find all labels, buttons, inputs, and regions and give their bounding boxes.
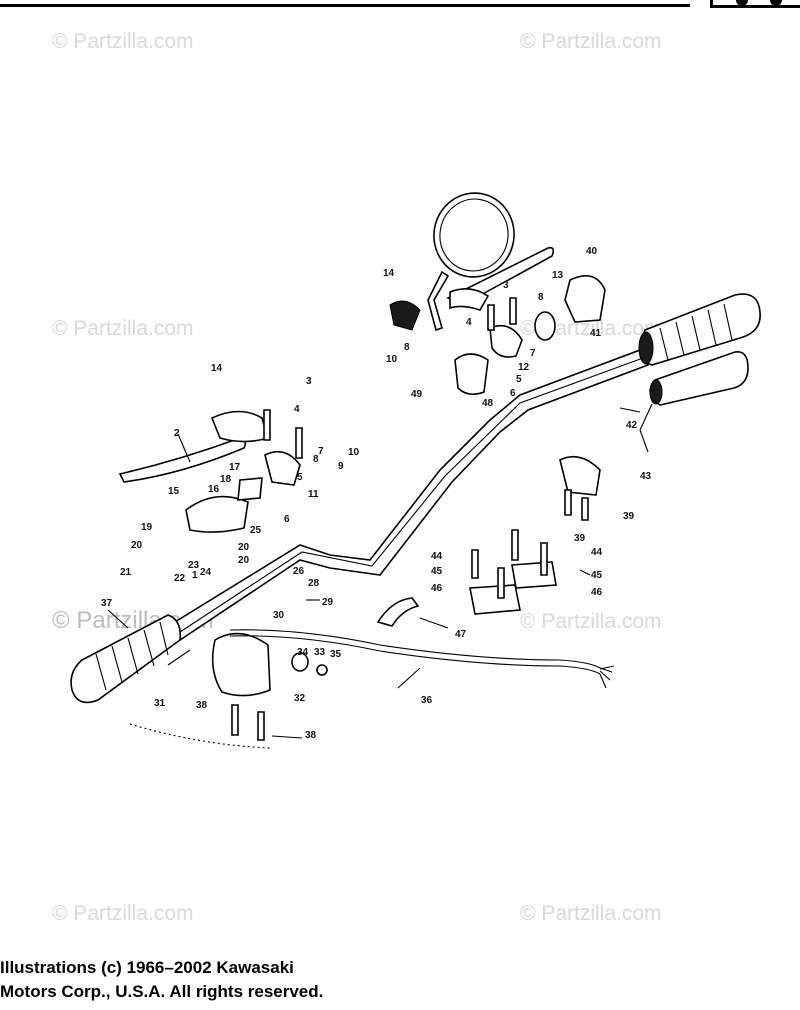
callout-37: 37 — [101, 598, 113, 609]
copyright-line-2: Motors Corp., U.S.A. All rights reserved… — [0, 982, 324, 1001]
copyright-notice: Illustrations (c) 1966–2002 Kawasaki Mot… — [0, 956, 520, 1004]
right-switch-housing — [389, 274, 606, 396]
callout-7: 7 — [318, 446, 324, 457]
callout-11: 11 — [308, 489, 319, 500]
callout-23: 23 — [188, 560, 200, 571]
callout-17: 17 — [229, 462, 241, 473]
callout-32: 32 — [294, 693, 306, 704]
right-grip — [638, 293, 761, 366]
callout-45: 45 — [431, 566, 443, 577]
callout-16: 16 — [208, 484, 220, 495]
top-border-rule — [0, 4, 690, 7]
left-clamp-parts — [185, 450, 601, 615]
corner-mark — [770, 0, 782, 6]
callout-1: 1 — [192, 570, 198, 581]
callout-10: 10 — [348, 447, 360, 458]
watermark: © Partzilla.com — [520, 30, 662, 53]
wiring-harness — [229, 629, 615, 689]
bolts — [231, 297, 589, 741]
leader-lines — [107, 403, 653, 739]
callout-15: 15 — [168, 486, 180, 497]
callout-19: 19 — [141, 522, 153, 533]
page-corner-tab — [710, 0, 800, 8]
callout-4: 4 — [466, 317, 472, 328]
callout-33: 33 — [314, 647, 326, 658]
clutch-lever — [118, 410, 269, 483]
callout-3: 3 — [503, 280, 509, 291]
callout-14: 14 — [211, 363, 223, 374]
callout-43: 43 — [640, 471, 652, 482]
callout-9: 9 — [338, 461, 344, 472]
callout-28: 28 — [308, 578, 320, 589]
callout-5: 5 — [516, 374, 522, 385]
decorative-arc — [129, 723, 271, 749]
callout-20: 20 — [238, 555, 250, 566]
handlebar-tube — [168, 349, 650, 642]
callout-38: 38 — [196, 700, 208, 711]
callout-31: 31 — [154, 698, 166, 709]
callout-24: 24 — [200, 567, 212, 578]
callout-49: 49 — [411, 389, 423, 400]
callout-21: 21 — [120, 567, 132, 578]
callout-14: 14 — [383, 268, 395, 279]
callout-2: 2 — [174, 428, 180, 439]
rear-view-mirror — [427, 192, 515, 332]
callout-labels: 1 2 3 3 4 4 5 5 6 6 7 7 8 8 8 9 10 10 11… — [101, 246, 652, 741]
callout-44: 44 — [591, 547, 603, 558]
watermark: © Partzilla.com — [52, 317, 194, 340]
callout-46: 46 — [431, 583, 443, 594]
callout-40: 40 — [586, 246, 598, 257]
callout-38: 38 — [305, 730, 317, 741]
callout-44: 44 — [431, 551, 443, 562]
callout-7: 7 — [530, 348, 536, 359]
watermark: © Partzilla.com — [52, 30, 194, 53]
callout-25: 25 — [250, 525, 262, 536]
callout-20: 20 — [238, 542, 250, 553]
callout-30: 30 — [273, 610, 285, 621]
callout-22: 22 — [174, 573, 186, 584]
front-brake-lever — [446, 246, 555, 311]
callout-34: 34 — [297, 647, 309, 658]
callout-5: 5 — [297, 472, 303, 483]
callout-8: 8 — [538, 292, 544, 303]
callout-8: 8 — [404, 342, 410, 353]
callout-41: 41 — [590, 328, 602, 339]
callout-26: 26 — [293, 566, 305, 577]
callout-4: 4 — [294, 404, 300, 415]
callout-18: 18 — [220, 474, 232, 485]
callout-35: 35 — [330, 649, 342, 660]
callout-48: 48 — [482, 398, 494, 409]
left-grip — [70, 614, 182, 704]
callout-13: 13 — [552, 270, 564, 281]
callout-6: 6 — [284, 514, 290, 525]
callout-42: 42 — [626, 420, 638, 431]
callout-12: 12 — [518, 362, 530, 373]
callout-36: 36 — [421, 695, 433, 706]
callout-46: 46 — [591, 587, 603, 598]
watermark: © Partzilla.com — [520, 902, 662, 925]
callout-20: 20 — [131, 540, 143, 551]
watermark: © Partzilla.com — [52, 902, 194, 925]
callout-3: 3 — [306, 376, 312, 387]
watermark: © Partzilla.com — [520, 610, 662, 633]
throttle-sleeve — [649, 351, 749, 406]
callout-47: 47 — [455, 629, 467, 640]
callout-10: 10 — [386, 354, 398, 365]
callout-8: 8 — [313, 454, 319, 465]
callout-39: 39 — [574, 533, 586, 544]
callout-39: 39 — [623, 511, 635, 522]
callout-29: 29 — [322, 597, 334, 608]
corner-mark — [736, 0, 748, 6]
left-switch-housing — [211, 632, 328, 697]
callout-6: 6 — [510, 388, 516, 399]
wire-clamp — [376, 597, 420, 627]
copyright-line-1: Illustrations (c) 1966–2002 Kawasaki — [0, 958, 294, 977]
callout-45: 45 — [591, 570, 603, 581]
